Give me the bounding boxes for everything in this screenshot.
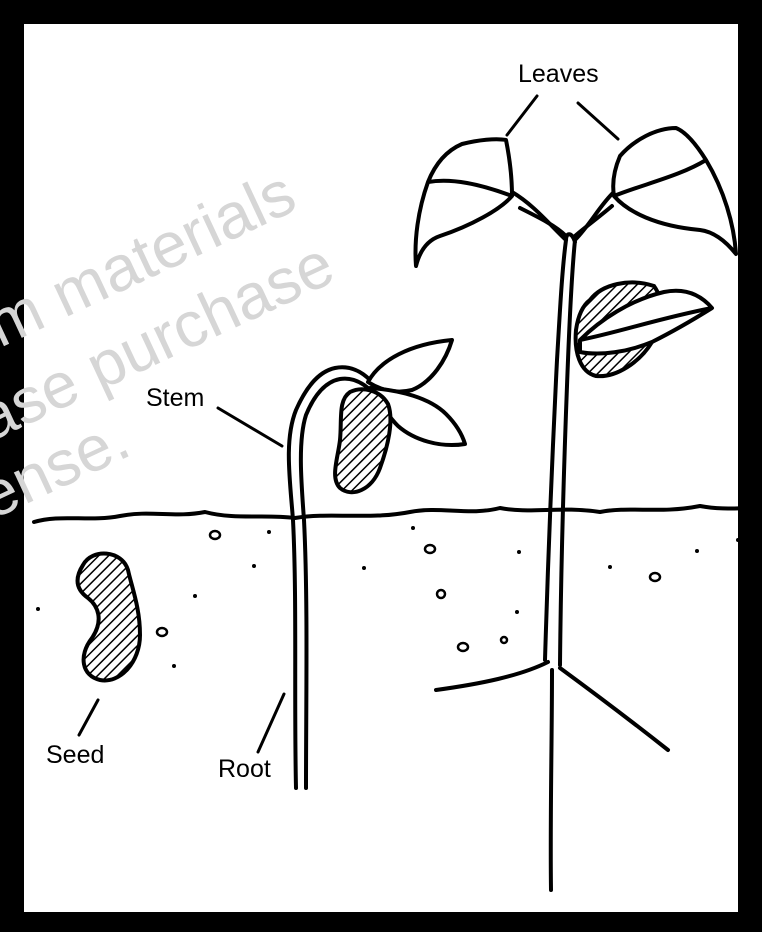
label-stem: Stem	[146, 384, 204, 412]
label-leaves: Leaves	[518, 60, 599, 88]
label-seed: Seed	[46, 741, 104, 769]
label-root: Root	[218, 755, 271, 783]
